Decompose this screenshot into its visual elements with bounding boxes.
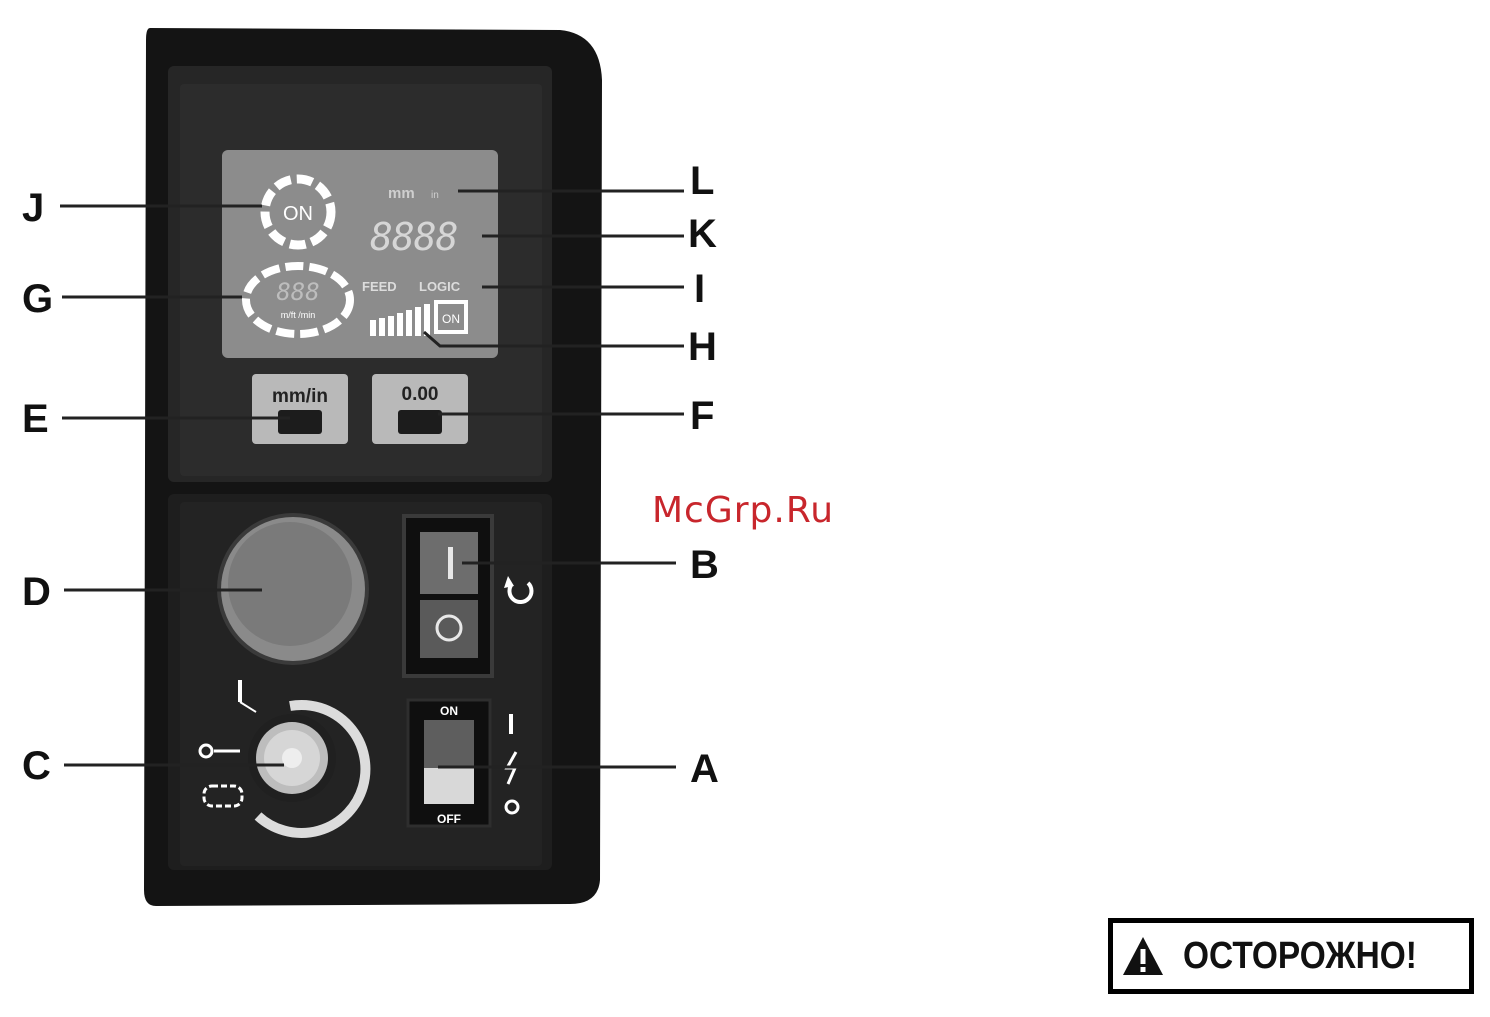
zero-button[interactable]: 0.00: [372, 374, 468, 444]
main-switch-off-label: OFF: [437, 812, 461, 826]
callout-i: I: [694, 269, 705, 309]
logic-label: LOGIC: [419, 279, 461, 294]
zero-button-label: 0.00: [402, 384, 439, 405]
position-digits: 8888: [370, 215, 458, 259]
callout-d: D: [22, 572, 51, 612]
speed-digits: 888: [276, 278, 319, 306]
units-button-label: mm/in: [272, 386, 328, 407]
main-switch-on-label: ON: [440, 704, 458, 718]
callout-g: G: [22, 279, 53, 319]
warning-text: ОСТОРОЖНО!: [1183, 935, 1417, 978]
callout-a: A: [690, 749, 719, 789]
start-stop-rocker[interactable]: [404, 516, 492, 676]
warning-box: ОСТОРОЖНО!: [1108, 918, 1474, 994]
watermark: McGrp.Ru: [652, 490, 834, 531]
speed-units: m/ft /min: [281, 310, 316, 320]
logic-on-label: ON: [442, 312, 460, 326]
on-indicator-label: ON: [283, 203, 313, 225]
callout-c: C: [22, 746, 51, 786]
units-indicator: mm: [388, 185, 415, 202]
feed-label: FEED: [362, 279, 397, 294]
main-power-switch[interactable]: ON OFF: [408, 700, 490, 826]
units-indicator-small: in: [431, 190, 439, 201]
callout-b: B: [690, 545, 719, 585]
callout-l: L: [690, 161, 714, 201]
warning-icon: [1121, 934, 1165, 978]
callout-e: E: [22, 399, 49, 439]
callout-h: H: [688, 327, 717, 367]
callout-k: K: [688, 214, 717, 254]
units-button[interactable]: mm/in: [252, 374, 348, 444]
callout-j: J: [22, 188, 44, 228]
callout-f: F: [690, 396, 714, 436]
